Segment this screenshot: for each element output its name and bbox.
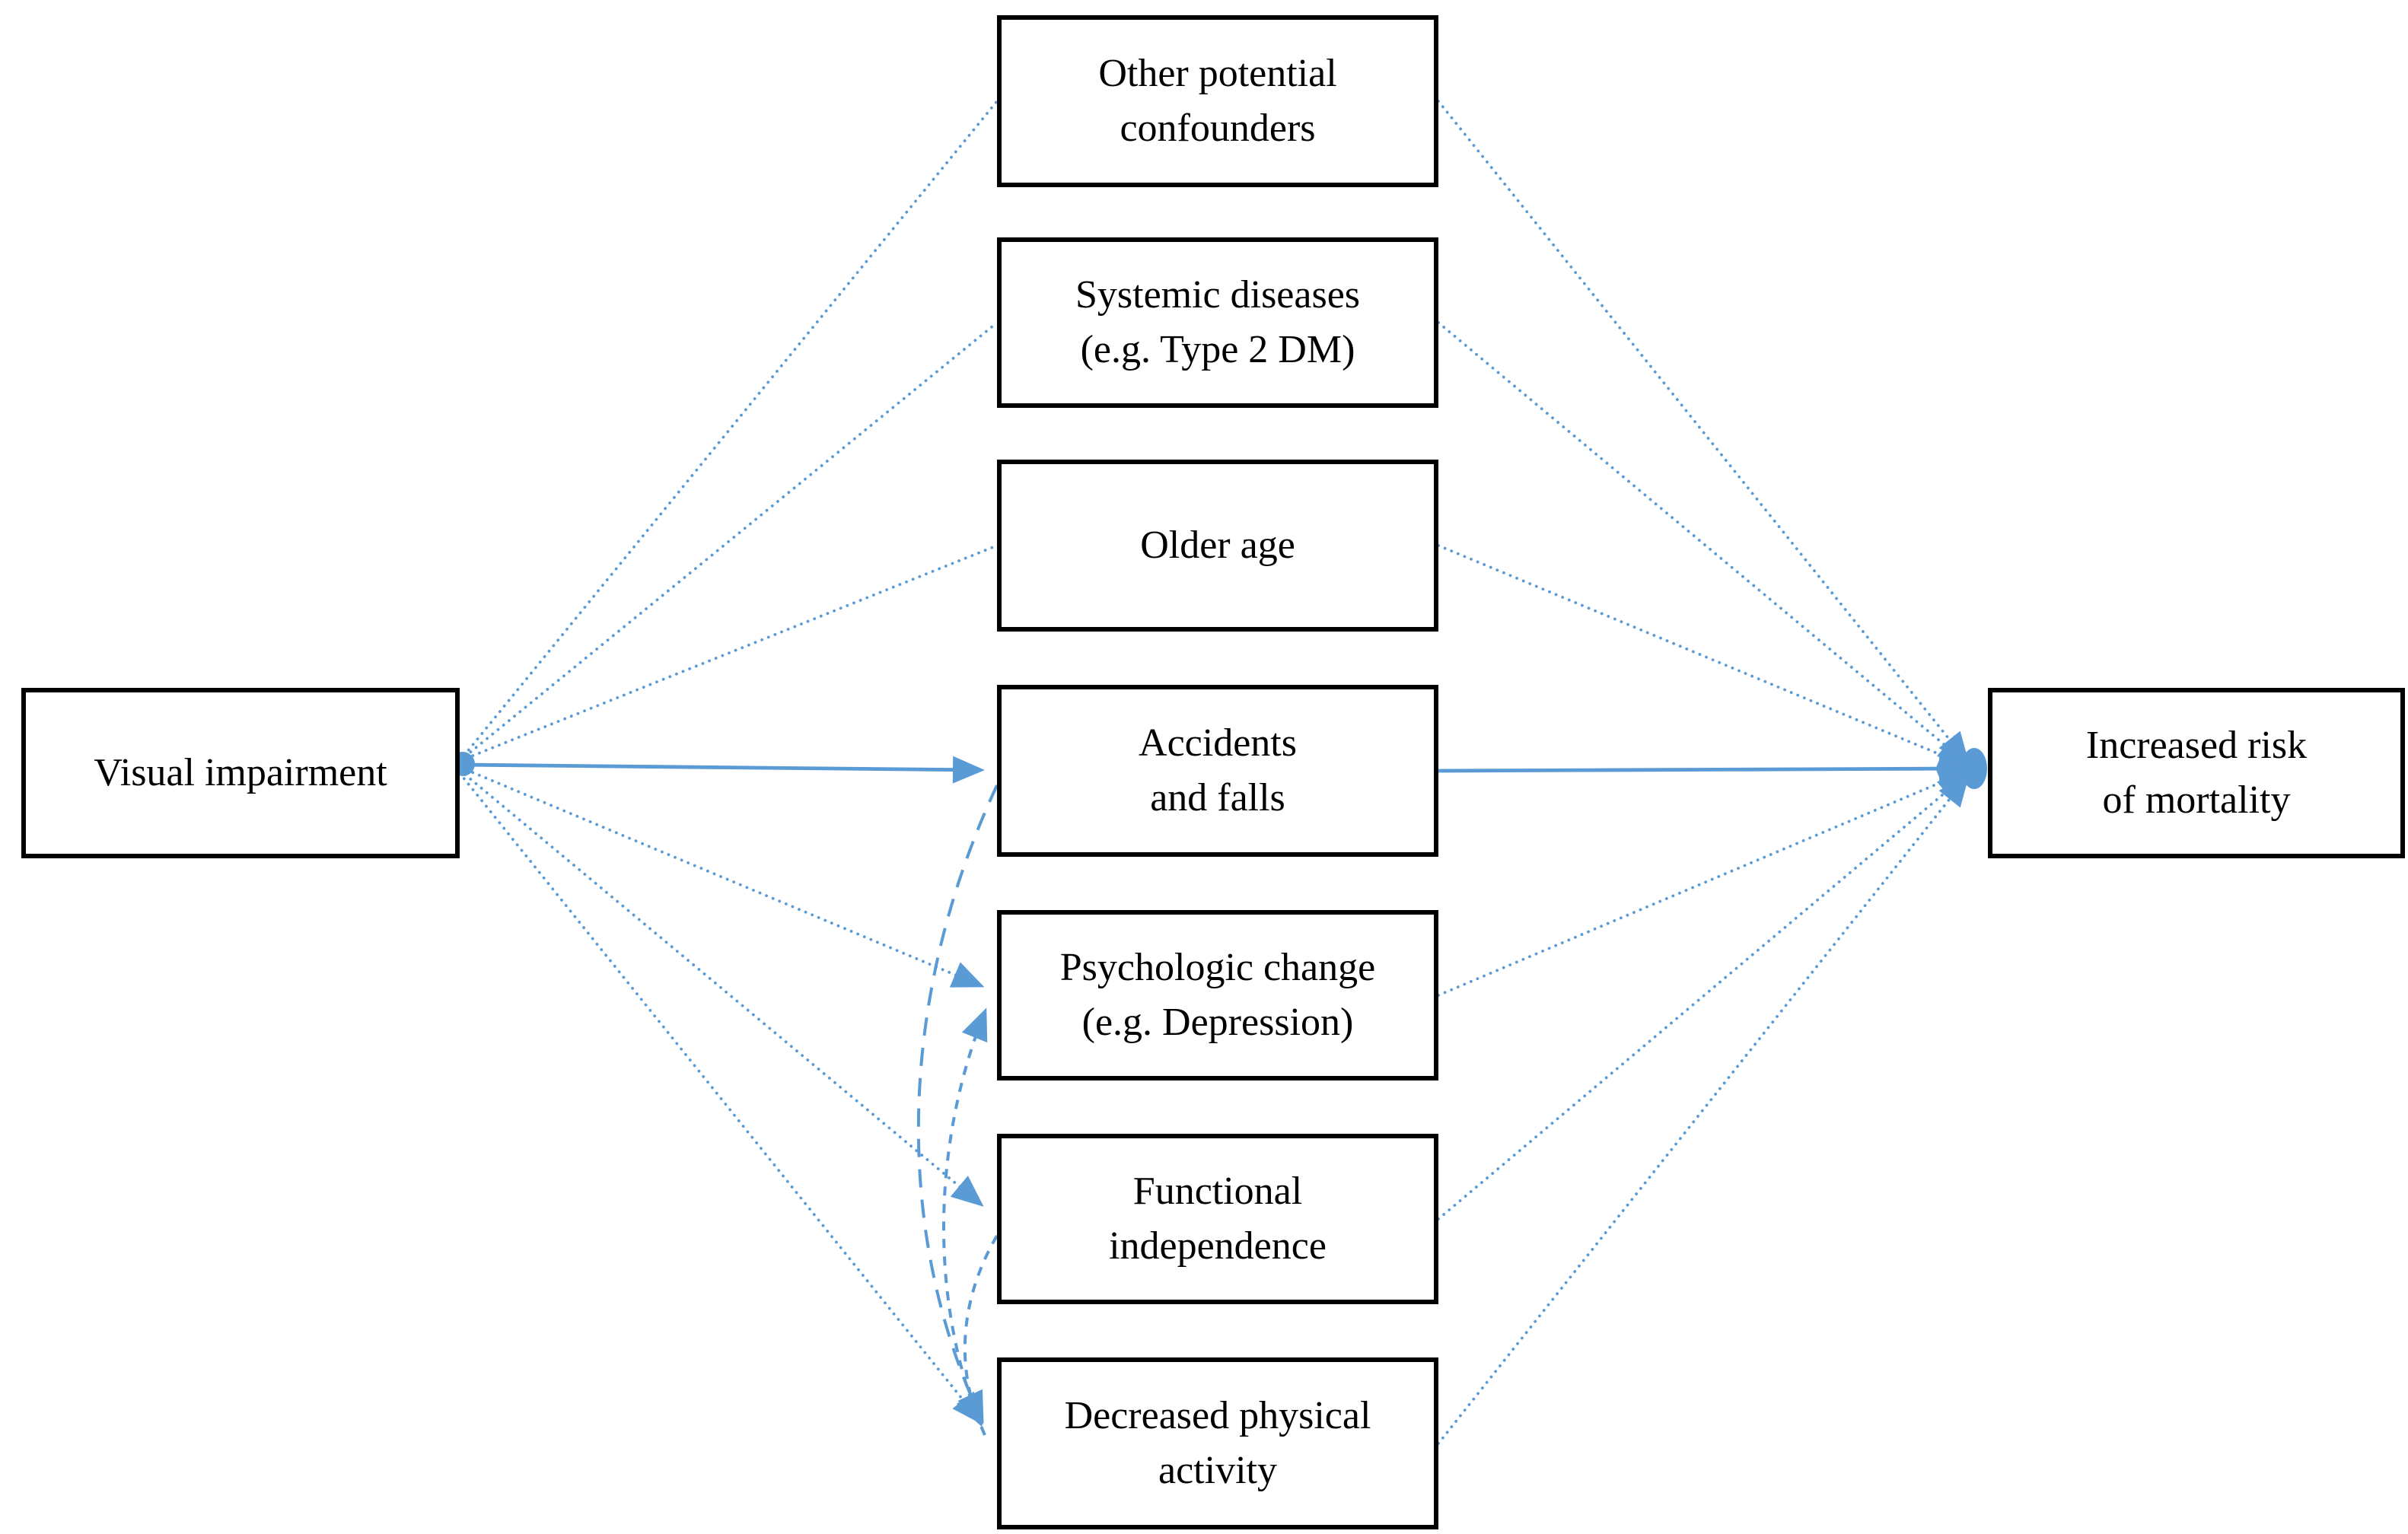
edge-vi-to-confounders	[458, 100, 999, 762]
node-other-potential-confounders: Other potential confounders	[997, 15, 1438, 187]
edge-functional-independence-to-mortality	[1437, 772, 1970, 1221]
node-functional-independence-label: Functional independence	[1109, 1170, 1327, 1268]
edge-vi-to-systemic-diseases	[458, 321, 999, 762]
edge-older-age-to-mortality	[1437, 544, 1971, 768]
edge-decreased-activity-to-psychologic-curve	[942, 1007, 988, 1436]
edge-vi-to-older-age	[458, 544, 999, 762]
node-accidents-and-falls: Accidents and falls	[997, 685, 1438, 857]
node-visual-impairment-label: Visual impairment	[94, 751, 387, 795]
node-systemic-diseases: Systemic diseases (e.g. Type 2 DM)	[997, 237, 1438, 408]
edge-vi-to-functional-independence	[458, 769, 984, 1207]
node-increased-risk-of-mortality-label: Increased risk of mortality	[2085, 724, 2308, 822]
edge-confounders-to-mortality	[1437, 100, 1970, 765]
edge-functional-independence-to-decreased-activity-curve	[956, 1234, 999, 1427]
edge-vi-to-accidents	[459, 756, 985, 784]
node-other-potential-confounders-label: Other potential confounders	[1098, 52, 1337, 150]
node-decreased-physical-activity-label: Decreased physical activity	[1064, 1394, 1371, 1492]
node-functional-independence: Functional independence	[997, 1134, 1438, 1304]
edge-vi-to-decreased-activity	[458, 772, 983, 1425]
node-visual-impairment: Visual impairment	[21, 688, 460, 858]
target-junction-blob	[1961, 748, 1987, 789]
node-systemic-diseases-label: Systemic diseases (e.g. Type 2 DM)	[1075, 273, 1361, 371]
node-older-age: Older age	[997, 460, 1438, 632]
edge-accidents-to-mortality	[1438, 755, 1971, 783]
edge-vi-to-psychologic-change	[458, 765, 985, 988]
edge-decreased-activity-to-mortality	[1437, 774, 1970, 1445]
node-increased-risk-of-mortality: Increased risk of mortality	[1988, 688, 2405, 858]
node-decreased-physical-activity: Decreased physical activity	[997, 1357, 1438, 1529]
node-older-age-label: Older age	[1140, 524, 1295, 568]
node-accidents-and-falls-label: Accidents and falls	[1139, 721, 1297, 820]
node-psychologic-change: Psychologic change (e.g. Depression)	[997, 910, 1438, 1080]
node-psychologic-change-label: Psychologic change (e.g. Depression)	[1059, 946, 1376, 1044]
edge-systemic-diseases-to-mortality	[1437, 321, 1970, 766]
edge-psychologic-change-to-mortality	[1437, 769, 1971, 997]
edge-accidents-to-decreased-activity-curve	[916, 785, 999, 1424]
